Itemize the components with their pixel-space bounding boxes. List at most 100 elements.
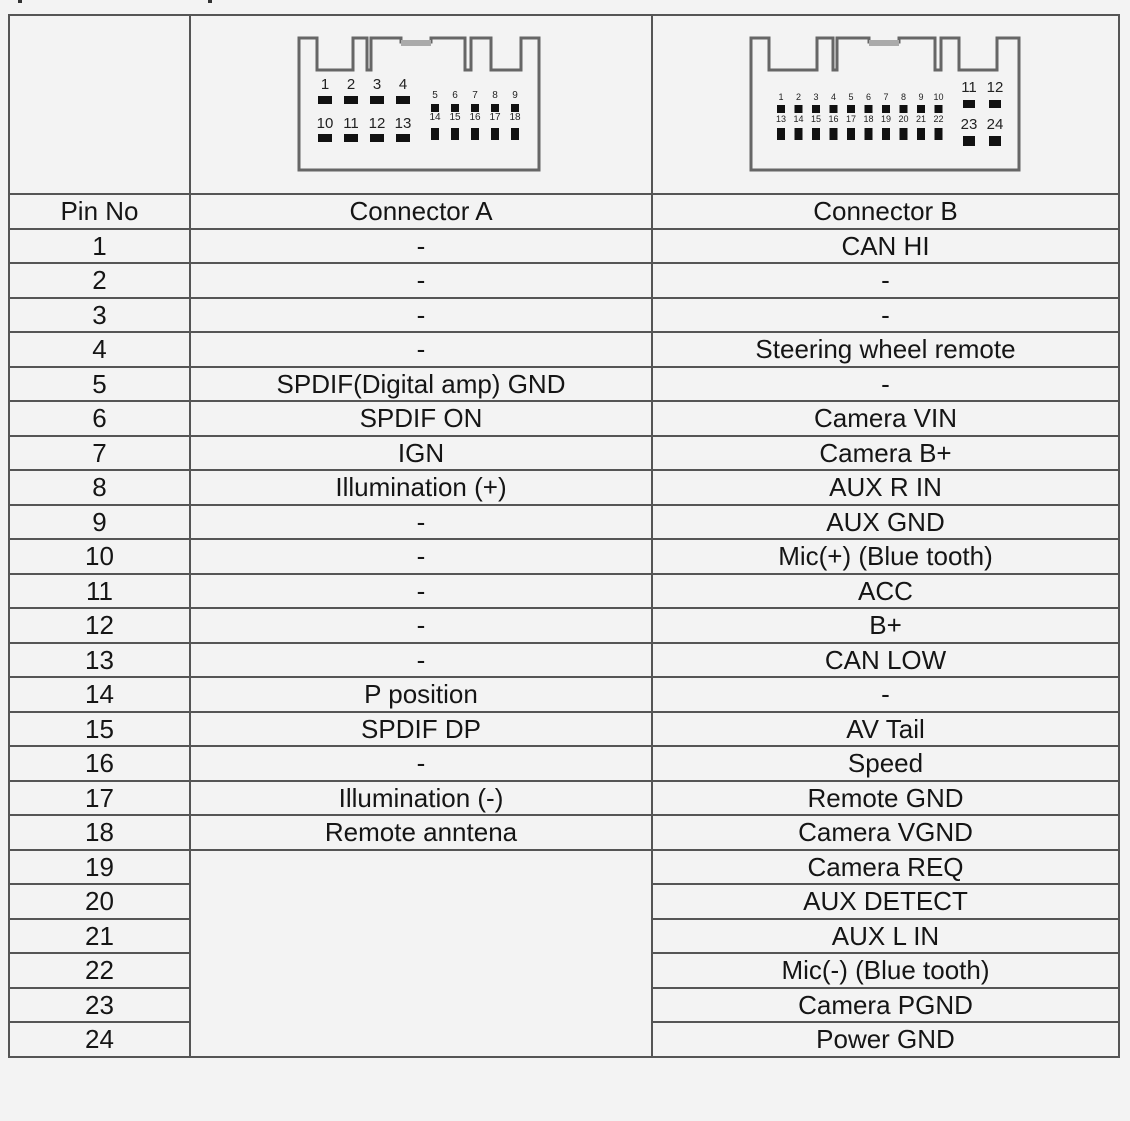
connector-a-cell: SPDIF DP xyxy=(189,710,653,747)
pin-label: 9 xyxy=(512,90,518,101)
table-row: 16-Speed xyxy=(8,745,1120,782)
connector-b-cell: Camera VGND xyxy=(651,814,1120,851)
pin-number-cell: 4 xyxy=(8,331,191,368)
pin-pad xyxy=(811,104,820,113)
pin-pad xyxy=(846,104,855,113)
connector-b-cell: Speed xyxy=(651,745,1120,782)
pin-label: 22 xyxy=(933,114,943,124)
connector-b-cell: Mic(-) (Blue tooth) xyxy=(651,952,1120,989)
table-row: 3-- xyxy=(8,296,1120,333)
pin-label: 5 xyxy=(848,92,853,102)
pin-number-cell: 3 xyxy=(8,296,191,333)
pin-pad xyxy=(511,103,519,112)
pin-pad xyxy=(491,127,499,140)
table-row: 13-CAN LOW xyxy=(8,641,1120,678)
pin-number-cell: 8 xyxy=(8,469,191,506)
pin-number-cell: 19 xyxy=(8,848,191,885)
pin-pad xyxy=(811,127,820,140)
connector-a-cell: - xyxy=(189,503,653,540)
pin-pad xyxy=(829,104,837,113)
connector-b-cell: AV Tail xyxy=(651,710,1120,747)
pin-pad xyxy=(370,95,384,104)
connector-b-cell: ACC xyxy=(651,572,1120,609)
connector-b-cell: Camera B+ xyxy=(651,434,1120,471)
pin-label: 18 xyxy=(509,112,521,123)
pin-label: 4 xyxy=(830,92,835,102)
pin-pad xyxy=(899,127,907,140)
pin-label: 14 xyxy=(429,112,441,123)
pin-pad xyxy=(396,95,410,104)
table-row: 11-ACC xyxy=(8,572,1120,609)
header-connector-b: Connector B xyxy=(651,193,1120,230)
pin-number-cell: 7 xyxy=(8,434,191,471)
connector-a-cell: IGN xyxy=(189,434,653,471)
pin-number-cell: 6 xyxy=(8,400,191,437)
pin-number-cell: 17 xyxy=(8,779,191,816)
pin-label: 12 xyxy=(369,115,386,132)
connector-a-cell: - xyxy=(189,331,653,368)
pin-number-cell: 2 xyxy=(8,262,191,299)
table-row: 12-B+ xyxy=(8,607,1120,644)
pin-pad xyxy=(881,104,890,113)
pin-label: 5 xyxy=(432,90,438,101)
pin-pad xyxy=(431,103,439,112)
pin-number-cell: 21 xyxy=(8,917,191,954)
pin-pad xyxy=(988,99,1001,108)
pin-pad xyxy=(370,133,384,142)
pin-number-cell: 11 xyxy=(8,572,191,609)
pin-pad xyxy=(451,127,459,140)
connector-b-cell: Camera VIN xyxy=(651,400,1120,437)
pin-pad xyxy=(962,135,975,146)
pin-label: 23 xyxy=(960,116,977,133)
pin-label: 2 xyxy=(347,76,355,93)
connector-b-cell: AUX L IN xyxy=(651,917,1120,954)
pin-label: 15 xyxy=(449,112,461,123)
connector-a-cell: - xyxy=(189,607,653,644)
pin-number-cell: 20 xyxy=(8,883,191,920)
header-connector-a: Connector A xyxy=(189,193,653,230)
connector-a-cell: - xyxy=(189,641,653,678)
header-row: Pin No Connector A Connector B xyxy=(8,193,1120,230)
pin-pad xyxy=(318,95,332,104)
connector-a-cell: - xyxy=(189,262,653,299)
table-row: 21 AUX L IN xyxy=(8,917,1120,954)
pin-pad xyxy=(988,135,1001,146)
connector-a-empty-merged-cell xyxy=(189,848,653,1058)
pin-pad xyxy=(431,127,439,140)
connector-a-cell: SPDIF(Digital amp) GND xyxy=(189,365,653,402)
pin-label: 17 xyxy=(489,112,501,123)
connector-b-cell: Mic(+) (Blue tooth) xyxy=(651,538,1120,575)
cropped-title-marks xyxy=(0,0,1130,6)
pin-pad xyxy=(916,127,925,140)
table-row: 2-- xyxy=(8,262,1120,299)
pin-pad xyxy=(934,104,942,113)
pin-number-cell: 16 xyxy=(8,745,191,782)
pin-label: 12 xyxy=(986,79,1003,96)
pin-label: 9 xyxy=(918,92,923,102)
pin-label: 24 xyxy=(986,116,1003,133)
pin-label: 8 xyxy=(900,92,905,102)
pin-pad xyxy=(962,99,975,108)
pin-label: 4 xyxy=(399,76,407,93)
pin-label: 3 xyxy=(373,76,381,93)
pin-pad xyxy=(491,103,499,112)
pin-number-cell: 12 xyxy=(8,607,191,644)
connector-a-cell: Remote anntena xyxy=(189,814,653,851)
header-pin-no: Pin No xyxy=(8,193,191,230)
pin-label: 10 xyxy=(317,115,334,132)
pin-pad xyxy=(864,104,872,113)
pin-label: 14 xyxy=(793,114,803,124)
connector-a-cell: - xyxy=(189,745,653,782)
